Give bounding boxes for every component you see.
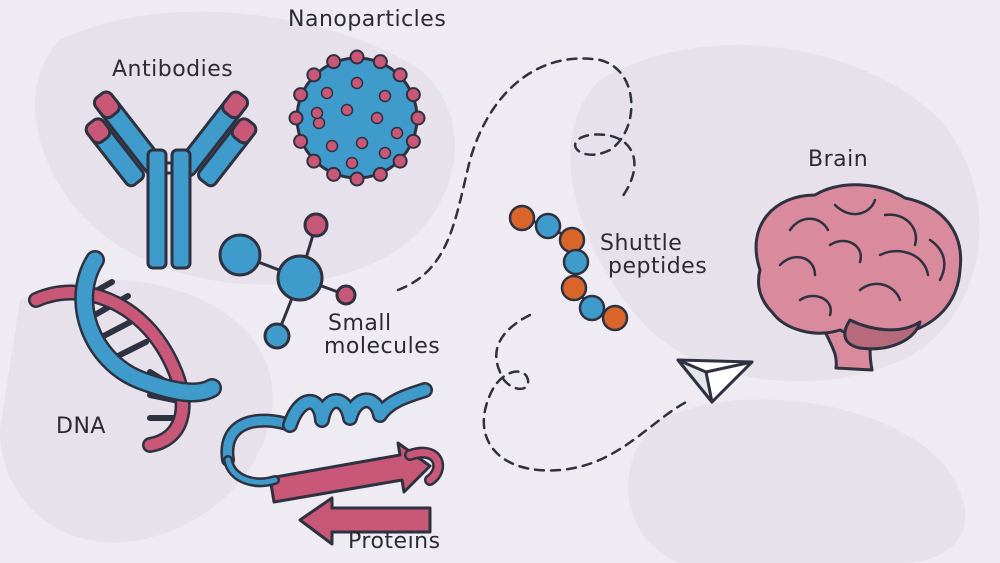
label-small-molecules-line2: molecules	[324, 334, 441, 360]
peptide-bead	[562, 248, 590, 276]
label-nanoparticles: Nanoparticles	[288, 7, 447, 32]
nanoparticle-surface-dot	[288, 110, 304, 126]
peptide-bead	[534, 212, 562, 240]
nanoparticle-inner-dot	[312, 116, 326, 130]
antibody-icon	[84, 90, 258, 270]
label-small-molecules: Small molecules	[324, 311, 440, 358]
nanoparticle-inner-dot	[325, 139, 339, 153]
nanoparticle-surface-dot	[349, 49, 365, 65]
nanoparticle-surface-dot	[326, 166, 342, 182]
nanoparticle-surface-dot	[410, 110, 426, 126]
nanoparticle-surface-dot	[306, 153, 322, 169]
nanoparticle-surface-dot	[405, 87, 421, 103]
nanoparticle-surface-dot	[405, 133, 421, 149]
label-shuttle-line1: Shuttle	[600, 231, 683, 256]
nanoparticle-surface-dot	[372, 54, 388, 70]
nanoparticle-surface-dot	[293, 87, 309, 103]
nanoparticle-inner-dot	[378, 146, 392, 160]
paper-plane-icon	[676, 358, 754, 404]
nanoparticle-surface-dot	[293, 133, 309, 149]
nanoparticle-surface-dot	[349, 171, 365, 187]
nanoparticle-inner-dot	[350, 76, 364, 90]
nanoparticle-surface-dot	[372, 166, 388, 182]
peptide-bead	[558, 226, 586, 254]
label-small-molecules-line1: Small	[328, 311, 392, 336]
nanoparticle-inner-dot	[370, 111, 384, 125]
dna-helix-icon	[28, 250, 222, 453]
nanoparticle-surface-dot	[392, 67, 408, 83]
label-shuttle-line2: peptides	[608, 254, 708, 280]
nanoparticle-surface-dot	[392, 153, 408, 169]
nanoparticle-inner-dot	[310, 106, 324, 120]
label-dna: DNA	[56, 414, 106, 439]
label-shuttle-peptides: Shuttle peptides	[600, 232, 707, 278]
peptide-bead	[601, 304, 629, 332]
nanoparticle-surface-dot	[326, 54, 342, 70]
nanoparticle-surface-dot	[306, 67, 322, 83]
peptide-bead	[578, 294, 606, 322]
brain-icon	[754, 183, 963, 372]
shuttle-peptide-chain-icon	[508, 204, 629, 332]
peptide-bead	[508, 204, 536, 232]
small-molecule-icon	[218, 212, 357, 350]
nanoparticle-inner-dot	[345, 156, 359, 170]
label-brain: Brain	[808, 147, 869, 172]
peptide-bead	[560, 274, 588, 302]
dashed-route	[396, 57, 692, 472]
nanoparticle-inner-dot	[320, 86, 334, 100]
nanoparticle-inner-dot	[340, 103, 354, 117]
nanoparticle-icon	[288, 49, 426, 187]
nanoparticle-inner-dot	[390, 126, 404, 140]
label-proteins: Proteins	[348, 529, 441, 554]
label-antibodies: Antibodies	[112, 57, 234, 82]
nanoparticle-inner-dot	[355, 136, 369, 150]
nanoparticle-inner-dot	[378, 89, 392, 103]
protein-ribbon-icon	[220, 382, 445, 546]
